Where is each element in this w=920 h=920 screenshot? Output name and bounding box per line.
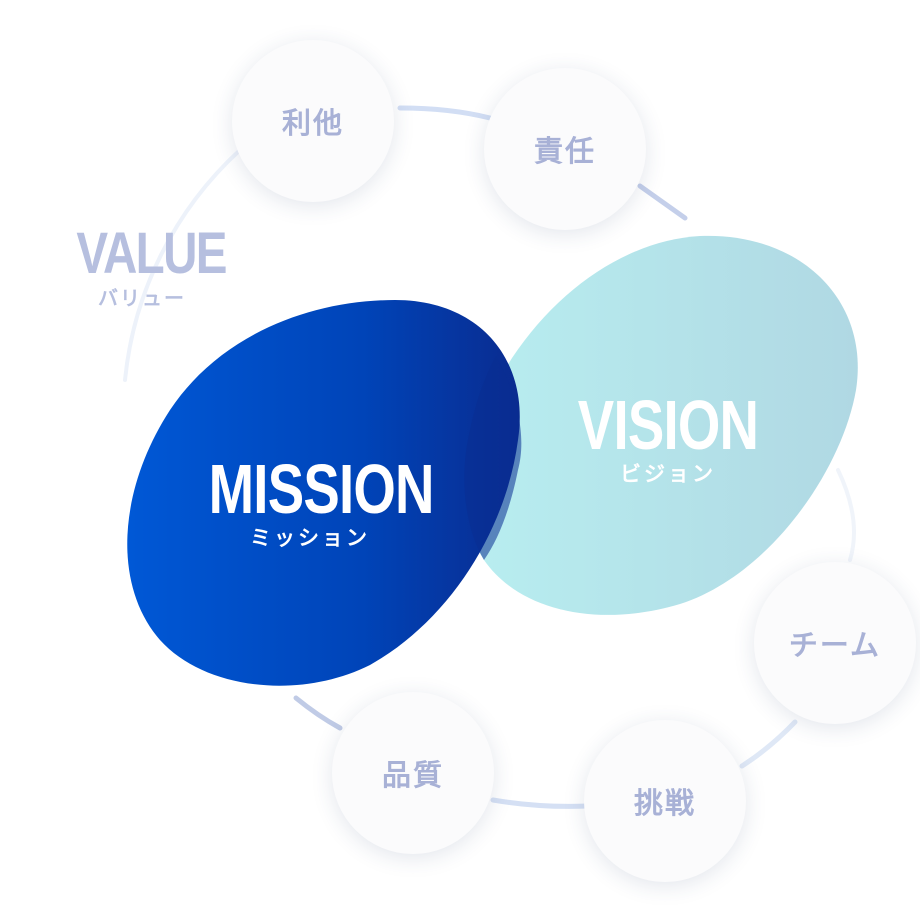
overlap-region — [464, 356, 522, 560]
ring-arc-top — [397, 105, 493, 121]
ring-arc-left — [123, 148, 242, 382]
value-bubble-challenge: 挑戦 — [584, 720, 746, 882]
value-bubble-responsibility: 責任 — [484, 68, 646, 230]
ring-arc-bottom — [490, 797, 591, 809]
ring-arc-topright — [637, 183, 688, 221]
value-bubble-label: 挑戦 — [633, 786, 696, 820]
ring-arc-right — [836, 468, 856, 562]
value-bubble-label: チーム — [788, 628, 882, 662]
value-bubble-label: 品質 — [381, 758, 444, 792]
vision-title: VISION — [577, 386, 759, 464]
vision-blob — [466, 235, 858, 615]
ring-arc-bottomleft — [293, 695, 343, 731]
value-label: VALUE バリュー — [62, 221, 227, 312]
value-bubble-quality: 品質 — [332, 692, 494, 854]
vision-subtitle: ビジョン — [620, 463, 716, 486]
value-bubble-label: 責任 — [533, 134, 596, 168]
mission-subtitle: ミッション — [250, 527, 370, 550]
value-subtitle: バリュー — [98, 288, 186, 310]
mission-label: MISSION ミッション — [180, 452, 440, 552]
ring-arc-bottomright — [739, 719, 798, 769]
value-bubble-altruism: 利他 — [232, 40, 394, 202]
mission-blob — [127, 300, 520, 686]
value-bubble-label: 利他 — [281, 106, 344, 140]
value-bubble-team: チーム — [754, 562, 916, 724]
vision-label: VISION ビジョン — [548, 388, 788, 488]
mission-title: MISSION — [208, 450, 435, 528]
value-title: VALUE — [76, 221, 227, 286]
